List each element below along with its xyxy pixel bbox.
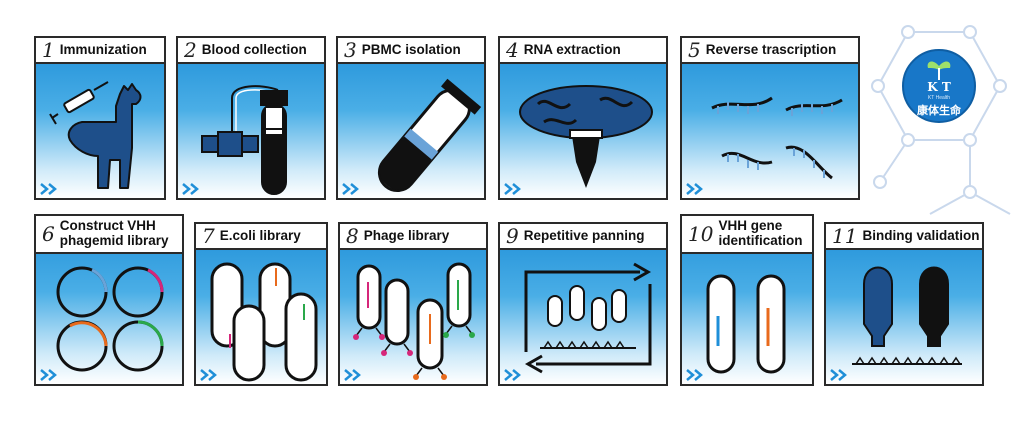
step-title: VHH gene identification bbox=[718, 218, 803, 248]
step-title: RNA extraction bbox=[523, 41, 621, 57]
step-header: 8 Phage library bbox=[340, 224, 486, 250]
step-number: 3 bbox=[344, 38, 357, 62]
chevron-right-icon bbox=[686, 369, 703, 381]
chevron-right-icon bbox=[40, 183, 57, 195]
step-card-8: 8 Phage library bbox=[338, 222, 488, 386]
step-header: 3 PBMC isolation bbox=[338, 38, 484, 64]
logo-name: 康体生命 bbox=[917, 105, 961, 117]
chevron-right-icon bbox=[40, 369, 57, 381]
step-title: Immunization bbox=[59, 41, 147, 57]
rna-cell-icon bbox=[519, 85, 653, 188]
step-number: 2 bbox=[184, 38, 197, 62]
phage-icon bbox=[353, 262, 475, 380]
step-title: Phage library bbox=[363, 227, 450, 243]
dna-strand-icon bbox=[711, 96, 843, 180]
step-header: 6 Construct VHH phagemid library bbox=[36, 216, 182, 254]
step-title: Reverse trascription bbox=[705, 41, 837, 57]
step-card-3: 3 PBMC isolation bbox=[336, 36, 486, 200]
step-card-4: 4 RNA extraction bbox=[498, 36, 668, 200]
centrifuge-tube-icon bbox=[377, 78, 482, 193]
step-header: 9 Repetitive panning bbox=[500, 224, 666, 250]
chevron-right-icon bbox=[686, 183, 703, 195]
chevron-right-icon bbox=[504, 369, 521, 381]
logo-letters: K T bbox=[927, 80, 951, 94]
step-number: 5 bbox=[688, 38, 701, 62]
step-card-9: 9 Repetitive panning bbox=[498, 222, 668, 386]
logo-tagline: KT Health bbox=[927, 95, 951, 101]
step-card-2: 2 Blood collection bbox=[176, 36, 326, 200]
step-title: PBMC isolation bbox=[361, 41, 461, 57]
step-header: 5 Reverse trascription bbox=[682, 38, 858, 64]
ecoli-icon bbox=[210, 262, 318, 382]
step-number: 9 bbox=[506, 224, 519, 248]
step-card-7: 7 E.coli library bbox=[194, 222, 328, 386]
step-card-1: 1 Immunization bbox=[34, 36, 166, 200]
step-card-5: 5 Reverse trascription bbox=[680, 36, 860, 200]
step-title: Blood collection bbox=[201, 41, 307, 57]
step-number: 7 bbox=[202, 224, 215, 248]
step-header: 7 E.coli library bbox=[196, 224, 326, 250]
step-header: 11 Binding validation bbox=[826, 224, 982, 250]
llama-icon bbox=[49, 81, 142, 189]
step-number: 8 bbox=[346, 224, 359, 248]
chevron-right-icon bbox=[504, 183, 521, 195]
step-number: 4 bbox=[506, 38, 519, 62]
step-number: 10 bbox=[688, 222, 714, 246]
kt-logo: K T KT Health 康体生命 bbox=[870, 22, 1020, 222]
chevron-right-icon bbox=[830, 369, 847, 381]
step-card-10: 10 VHH gene identification bbox=[680, 214, 814, 386]
chevron-right-icon bbox=[342, 183, 359, 195]
step-number: 11 bbox=[832, 224, 858, 248]
vhh-gene-icon bbox=[706, 274, 786, 374]
step-number: 1 bbox=[42, 38, 55, 62]
step-title: Construct VHH phagemid library bbox=[59, 218, 169, 248]
chevron-right-icon bbox=[200, 369, 217, 381]
plasmid-icon bbox=[56, 266, 164, 372]
molecule-network-icon bbox=[871, 25, 1011, 215]
chevron-right-icon bbox=[344, 369, 361, 381]
panning-icon bbox=[524, 262, 652, 374]
binding-antibody-icon bbox=[852, 266, 962, 365]
step-header: 2 Blood collection bbox=[178, 38, 324, 64]
step-number: 6 bbox=[42, 222, 55, 246]
step-card-6: 6 Construct VHH phagemid library bbox=[34, 214, 184, 386]
blood-collection-tube-icon bbox=[201, 85, 288, 195]
step-card-11: 11 Binding validation bbox=[824, 222, 984, 386]
step-header: 10 VHH gene identification bbox=[682, 216, 812, 254]
step-title: E.coli library bbox=[219, 227, 301, 243]
step-title: Binding validation bbox=[862, 227, 980, 243]
step-header: 4 RNA extraction bbox=[500, 38, 666, 64]
step-header: 1 Immunization bbox=[36, 38, 164, 64]
syringe-icon bbox=[49, 81, 109, 125]
step-title: Repetitive panning bbox=[523, 227, 645, 243]
chevron-right-icon bbox=[182, 183, 199, 195]
